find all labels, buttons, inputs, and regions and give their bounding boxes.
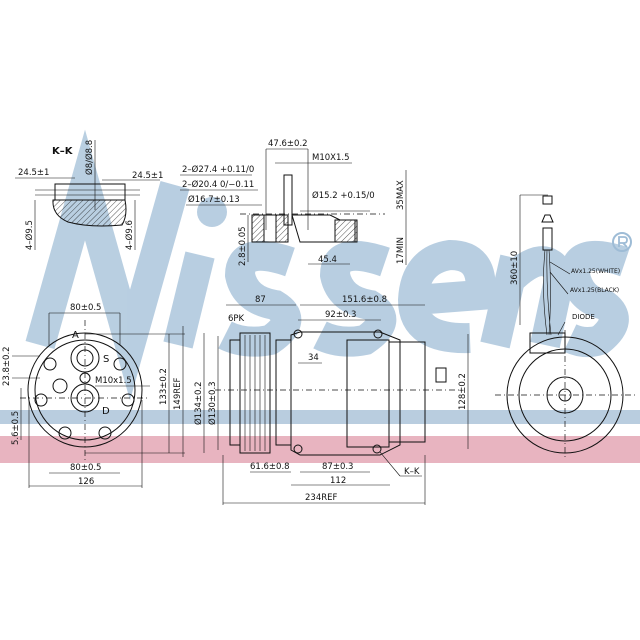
side-mount-spacing: 92±0.3 [325, 310, 356, 320]
fitting-bore-2: 2–Ø20.4 0/−0.11 [182, 179, 254, 190]
port-s: S [103, 354, 109, 365]
side-dim-34: 34 [308, 353, 319, 363]
side-dim-bottom-2: 87±0.3 [322, 462, 353, 472]
fitting-thread: M10X1.5 [312, 153, 350, 163]
wire-1: AVx1.25(WHITE) [571, 268, 620, 275]
pink-band [0, 436, 640, 463]
side-dia-2: Ø130±0.3 [207, 381, 218, 425]
fitting-bore-3: Ø16.7±0.13 [188, 194, 240, 205]
hole-right: 4–Ø9.6 [124, 220, 135, 250]
rear-height-2: 149REF [173, 377, 183, 410]
side-view: 87 6PK 151.6±0.8 92±0.3 34 Ø134±0.2 Ø130… [193, 295, 469, 505]
side-section-ref: K–K [404, 467, 420, 477]
section-kk: K–K Ø8/Ø8.8 24.5±1 24.5±1 4–Ø9.5 4–Ø9.6 [15, 140, 163, 250]
dim-left: 24.5±1 [18, 168, 49, 178]
rear-width-top: 80±0.5 [70, 303, 101, 313]
side-height: 128±0.2 [458, 373, 468, 410]
rear-offset-2: 5.6±0.5 [11, 411, 21, 445]
fitting-length: 45.4 [318, 255, 337, 265]
side-dim-bottom-1: 61.6±0.8 [250, 462, 290, 472]
front-view: 360±10 AVx1.25(WHITE) AVx1.25(BLACK) DIO… [495, 194, 635, 460]
fitting-bore-4: Ø15.2 +0.15/0 [312, 190, 375, 201]
watermark-logo [25, 129, 630, 401]
fitting-width: 47.6±0.2 [268, 139, 308, 149]
hole-left: 4–Ø9.5 [24, 220, 35, 250]
rear-width-total: 126 [78, 477, 94, 487]
side-dim-body: 151.6±0.8 [342, 295, 387, 305]
diode-label: DIODE [572, 313, 595, 321]
rear-height-1: 133±0.2 [159, 368, 169, 405]
registered-mark-icon [612, 232, 632, 252]
side-dia-1: Ø134±0.2 [193, 381, 204, 425]
cable-length: 360±10 [510, 251, 520, 285]
side-total-length: 234REF [305, 493, 338, 503]
dim-vertical: Ø8/Ø8.8 [84, 140, 95, 175]
rear-view: 80±0.5 A S D M10x1.5 23.8±0.2 5.6±0.5 13… [2, 303, 185, 488]
fitting-min: 17MIN [396, 237, 406, 264]
fitting-bore-1: 2–Ø27.4 +0.11/0 [182, 164, 254, 175]
wire-2: AVx1.25(BLACK) [570, 287, 619, 294]
rear-width-bottom: 80±0.5 [70, 463, 101, 473]
blue-band [0, 410, 640, 424]
rear-thread: M10x1.5 [95, 376, 132, 386]
fitting-section: 47.6±0.2 M10X1.5 2–Ø27.4 +0.11/0 2–Ø20.4… [180, 139, 407, 266]
port-a: A [72, 330, 79, 341]
section-kk-title: K–K [52, 146, 74, 157]
side-dim-bottom-3: 112 [330, 476, 346, 486]
side-belt: 6PK [228, 314, 245, 324]
port-d: D [102, 406, 110, 417]
rear-offset-1: 23.8±0.2 [2, 346, 12, 386]
dim-right: 24.5±1 [132, 171, 163, 181]
side-dim-pulley: 87 [255, 295, 266, 305]
fitting-max: 35MAX [396, 180, 406, 210]
fitting-depth: 2.8±0.05 [238, 226, 248, 266]
